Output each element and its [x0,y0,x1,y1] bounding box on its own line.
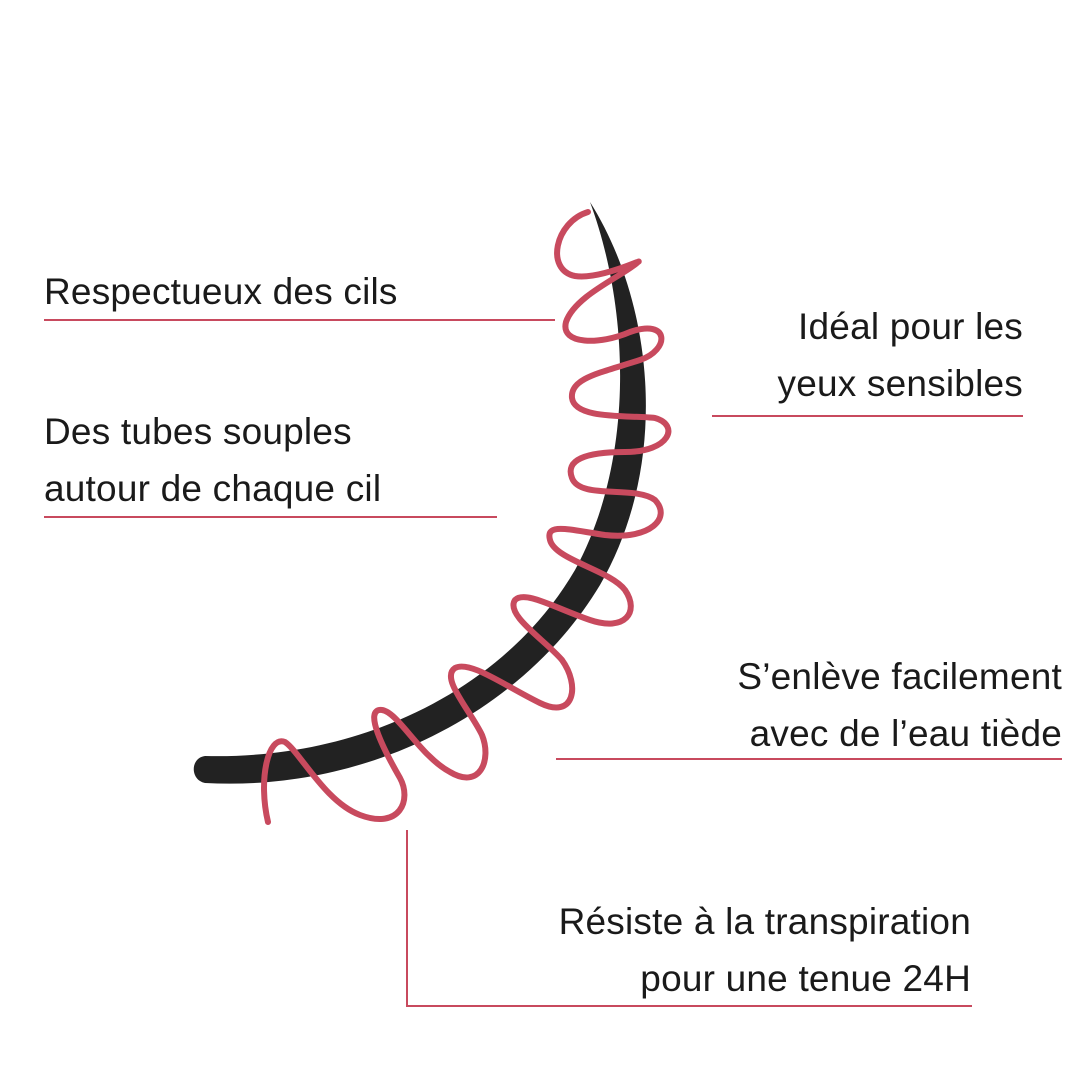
feature-3-underline [44,516,497,518]
feature-5-line-2: pour une tenue 24H [640,958,971,999]
feature-label-2: Idéal pour les yeux sensibles [778,298,1024,412]
feature-2-underline [712,415,1023,417]
feature-5-line-1: Résiste à la transpiration [558,901,971,942]
feature-1-line-1: Respectueux des cils [44,271,398,312]
eyelash-shape [193,202,646,784]
feature-5-underline [406,1005,972,1007]
feature-3-line-1: Des tubes souples [44,411,352,452]
feature-4-line-2: avec de l’eau tiède [749,713,1062,754]
feature-5-leader-line [406,830,408,1007]
tube-coil [261,209,672,825]
feature-4-underline [556,758,1062,760]
feature-2-line-1: Idéal pour les [798,306,1023,347]
feature-4-line-1: S’enlève facilement [737,656,1062,697]
feature-label-3: Des tubes souples autour de chaque cil [44,403,381,517]
feature-label-4: S’enlève facilement avec de l’eau tiède [737,648,1062,762]
feature-label-1: Respectueux des cils [44,263,398,320]
feature-3-line-2: autour de chaque cil [44,468,382,509]
feature-1-underline [44,319,555,321]
feature-2-line-2: yeux sensibles [777,363,1023,404]
feature-label-5: Résiste à la transpiration pour une tenu… [559,893,971,1007]
